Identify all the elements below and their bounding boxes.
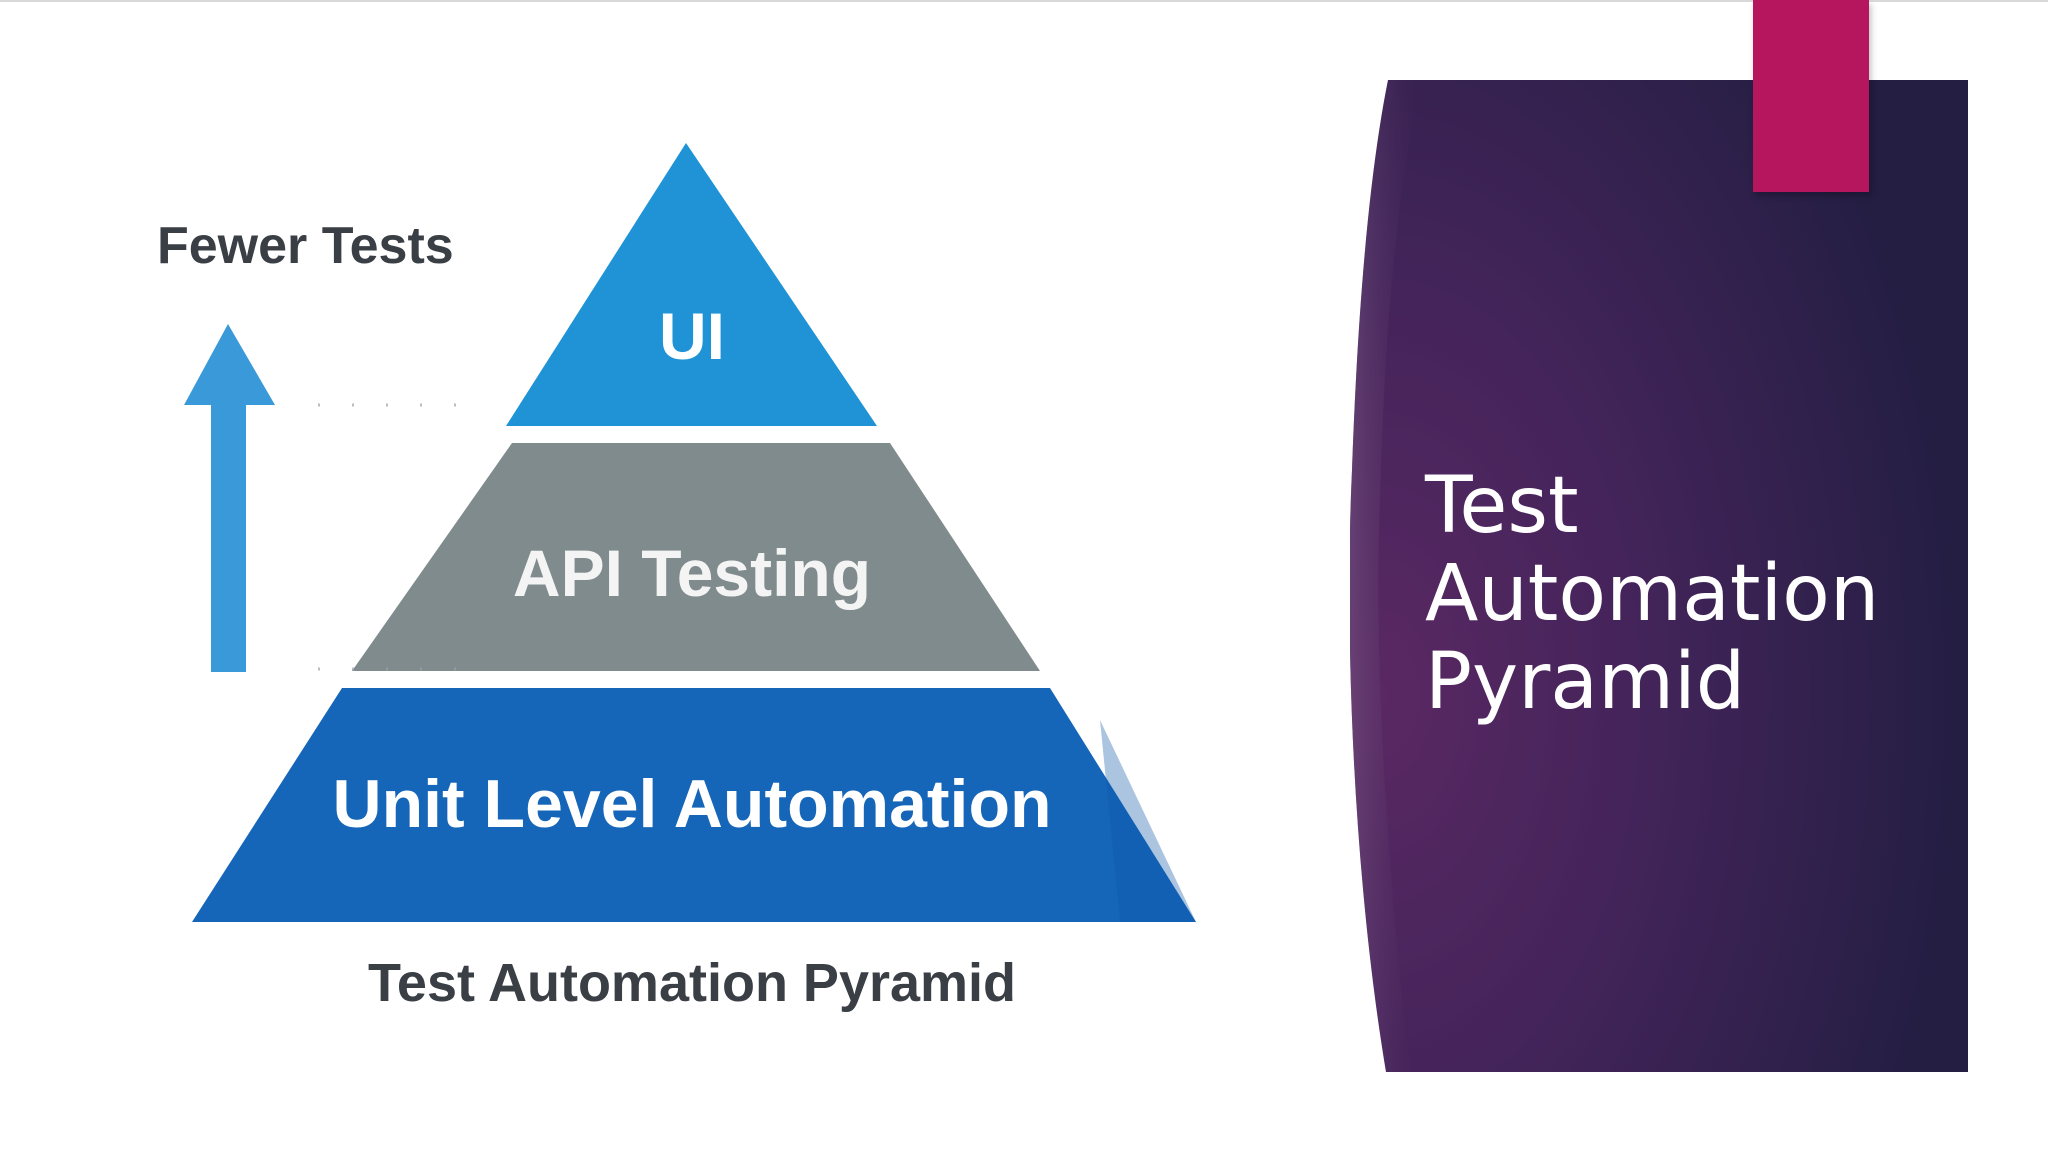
tier-label-api: API Testing [512, 536, 872, 610]
slide-title-line: Test [1425, 461, 1579, 551]
slide-title-line: Pyramid [1425, 637, 1746, 727]
fewer-tests-label: Fewer Tests [157, 217, 454, 275]
pyramid-tier-api [352, 443, 1040, 671]
pyramid-tier-ui [506, 143, 877, 426]
title-panel-background [1350, 80, 1968, 1072]
pyramid-graphic [184, 143, 1196, 922]
pyramid-diagram: Fewer Tests UI API Testing Unit Level Au… [157, 143, 1196, 1013]
pyramid-tier-unit [192, 688, 1196, 922]
diagram-caption: Test Automation Pyramid [367, 953, 1017, 1013]
title-panel [1350, 80, 1968, 1072]
slide-title-line: Automation [1425, 549, 1880, 639]
tier-label-unit: Unit Level Automation [332, 766, 1052, 842]
slide-title: Test Automation Pyramid [1425, 462, 1945, 726]
top-divider [0, 0, 2048, 2]
tier-label-ui: UI [659, 299, 725, 373]
up-arrow-icon [184, 324, 275, 672]
accent-tab [1753, 0, 1869, 192]
